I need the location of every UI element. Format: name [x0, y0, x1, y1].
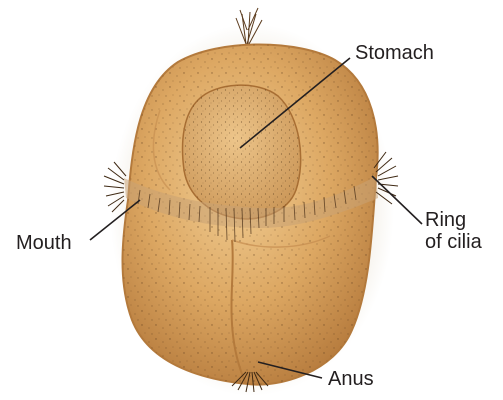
stomach-organ [183, 85, 301, 219]
ring-of-cilia-label: Ring of cilia [425, 209, 482, 253]
ring-of-cilia-label-line1: Ring [425, 209, 482, 231]
anus-label: Anus [328, 368, 374, 390]
ring-of-cilia-label-line2: of cilia [425, 231, 482, 253]
mouth-label: Mouth [16, 232, 72, 254]
stomach-label: Stomach [355, 42, 434, 64]
